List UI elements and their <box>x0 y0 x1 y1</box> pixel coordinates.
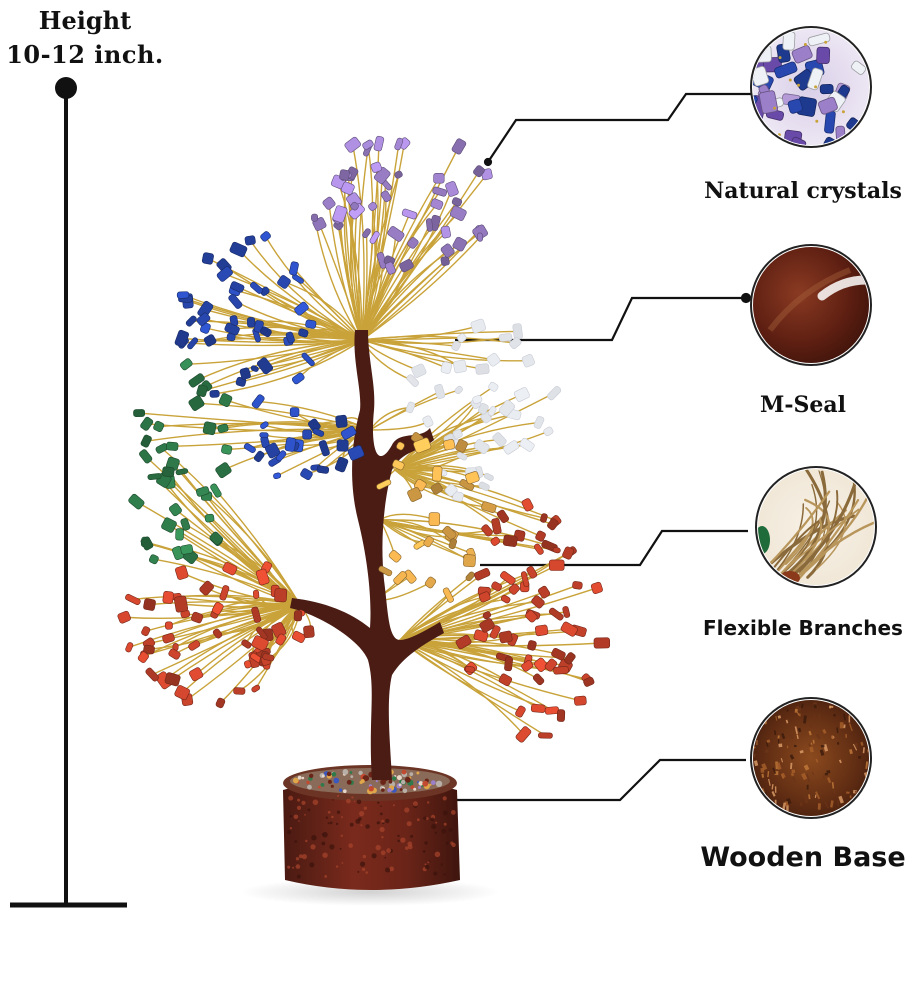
detail-m-seal <box>750 244 872 366</box>
trunk <box>290 330 444 780</box>
crystal-chips <box>117 135 611 743</box>
feature-label-flexible-branches: Flexible Branches <box>703 616 903 640</box>
callout-lines <box>455 92 752 802</box>
base-shadow <box>240 878 500 906</box>
detail-wooden-base <box>750 697 872 819</box>
feature-label-wooden-base: Wooden Base <box>700 842 906 873</box>
detail-flexible-branches <box>755 466 877 588</box>
detail-natural-crystals <box>750 26 872 148</box>
height-label: Height 10-12 inch. <box>0 4 170 72</box>
feature-label-natural-crystals: Natural crystals <box>704 178 902 204</box>
wooden-base <box>283 765 460 890</box>
feature-label-m-seal: M-Seal <box>760 392 846 418</box>
height-label-value: 10-12 inch. <box>6 40 164 69</box>
height-ruler <box>10 77 127 908</box>
height-label-title: Height <box>38 6 132 35</box>
